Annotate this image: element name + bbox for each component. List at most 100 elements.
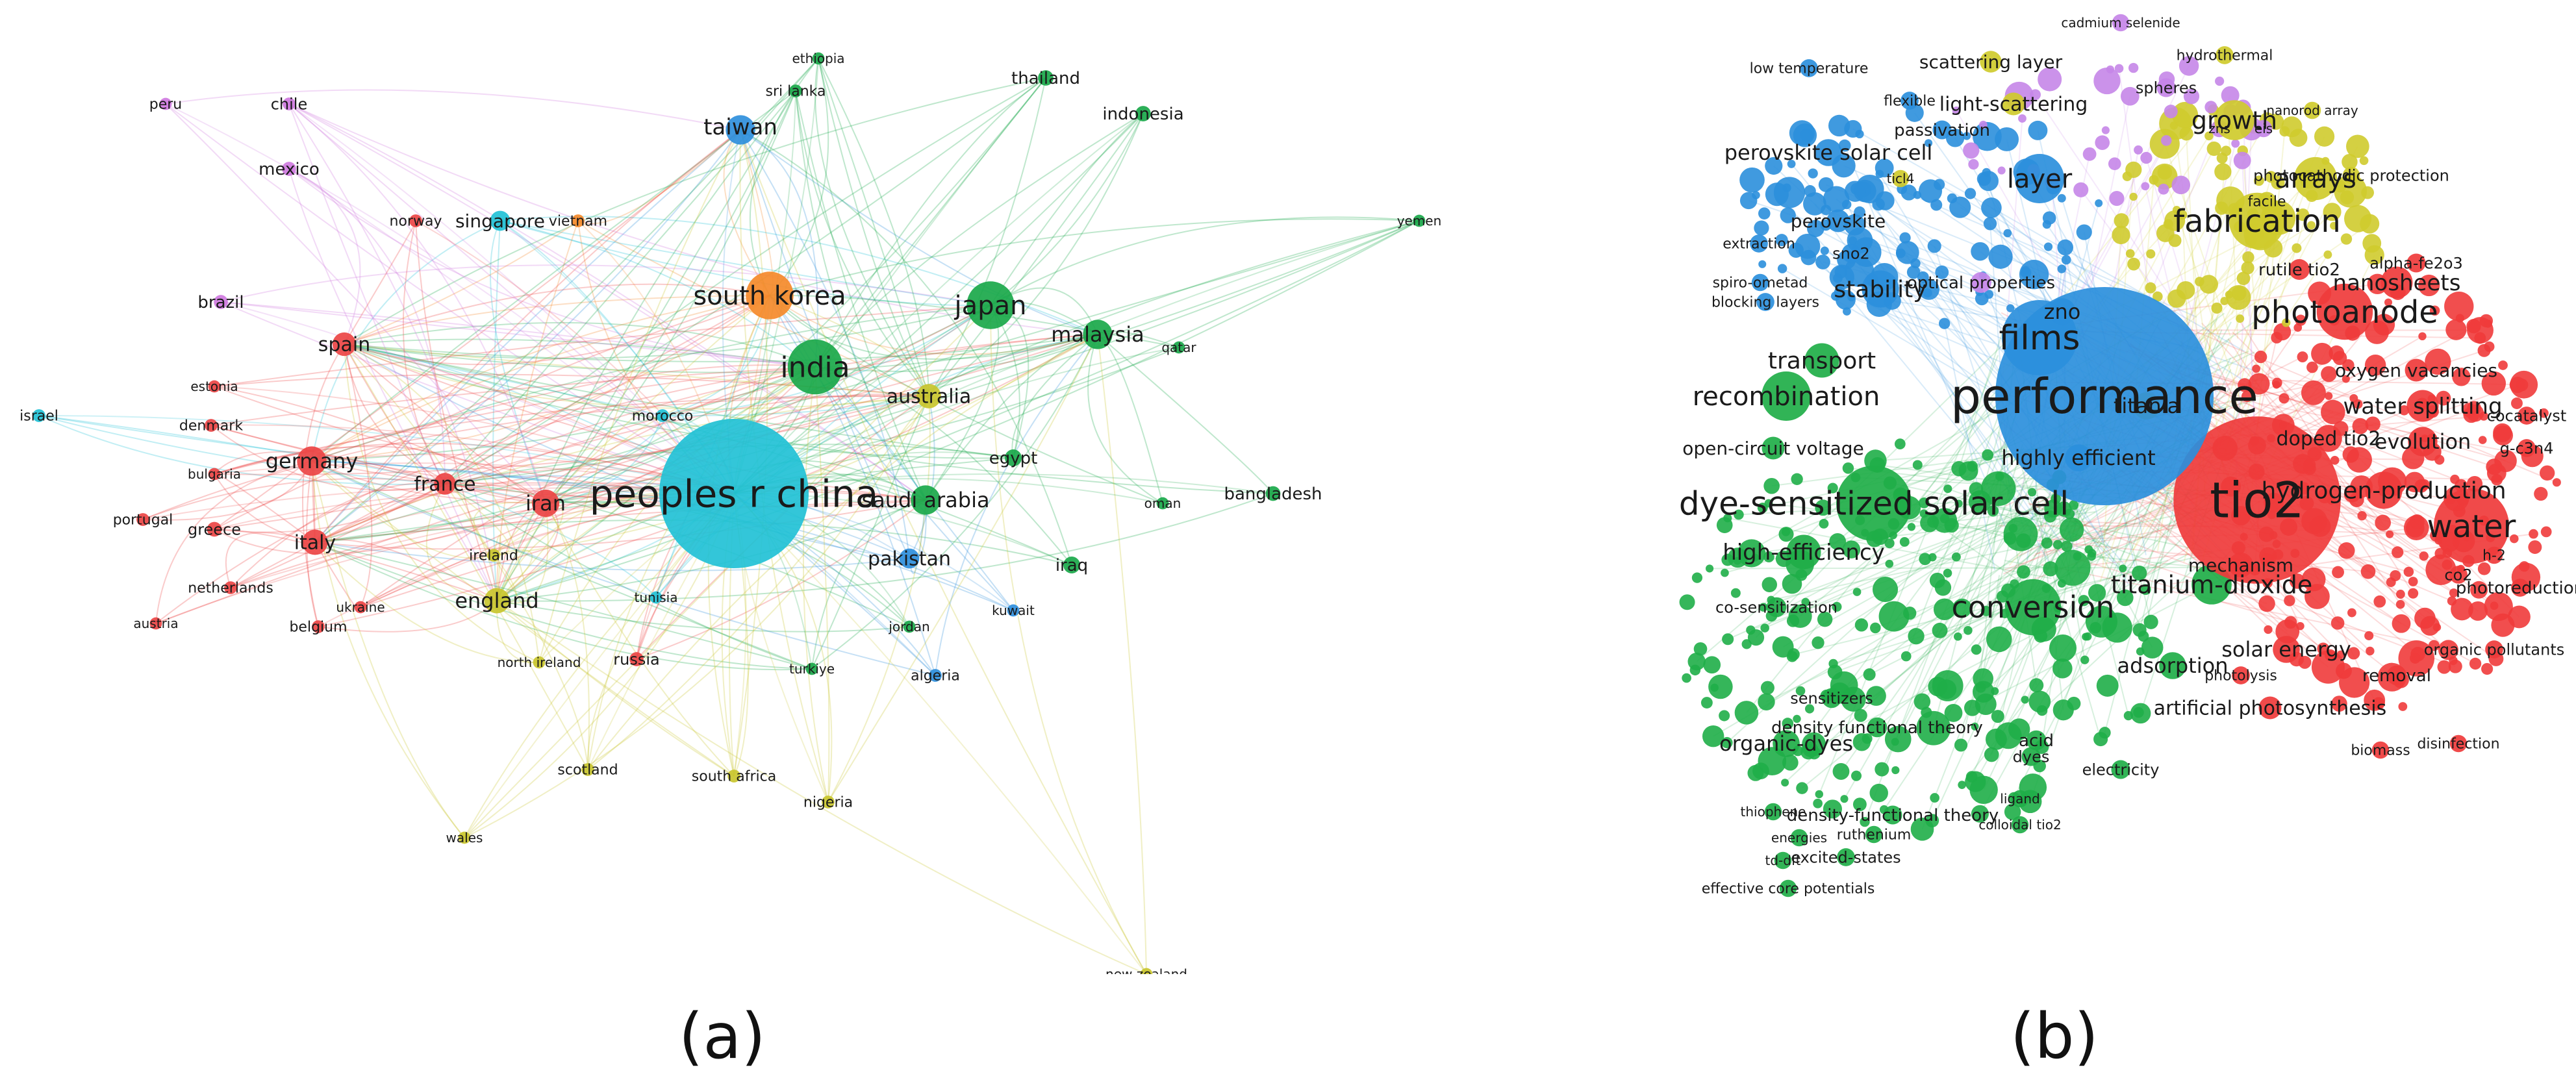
collaboration-link [344, 295, 770, 366]
collaboration-link [415, 220, 498, 601]
label-jordan: jordan [888, 619, 929, 634]
label-taiwan: taiwan [703, 114, 777, 140]
keyword-node [2340, 233, 2353, 245]
keyword-node [1866, 686, 1886, 706]
keyword-node [2141, 182, 2150, 191]
keyword-node [1969, 482, 1984, 497]
node-egypt [1005, 449, 1022, 466]
label-blocking-layers: blocking layers [1711, 295, 1819, 311]
keyword-node [2061, 540, 2073, 552]
keyword-node [1829, 533, 1847, 550]
keyword-node [1896, 240, 1919, 264]
collaboration-link [314, 499, 926, 550]
keyword-node [2448, 659, 2462, 673]
node-sno2 [1841, 244, 1861, 263]
collaboration-link [769, 295, 1098, 355]
label-rutile-tio2: rutile tio2 [2258, 260, 2340, 280]
keyword-node [1796, 782, 1808, 794]
keyword-node [2030, 89, 2041, 101]
keyword-node [1869, 783, 1888, 803]
collaboration-link [818, 58, 929, 397]
keyword-node [1747, 629, 1765, 646]
keyword-node [2125, 249, 2135, 258]
keyword-node [2264, 625, 2273, 634]
collaboration-link [344, 220, 579, 345]
cooccurrence-link [2079, 558, 2292, 623]
collaboration-link [214, 473, 316, 543]
collaboration-link [288, 103, 498, 601]
node-peru [159, 97, 172, 110]
collaboration-link [814, 334, 1098, 372]
keyword-node [2445, 319, 2467, 340]
label-alpha-fe2o3: alpha-fe2o3 [2369, 254, 2463, 272]
keyword-node [2434, 455, 2445, 465]
collaboration-link [538, 129, 741, 663]
collaboration-link [214, 451, 446, 484]
node-oxygen-vacancies [2405, 358, 2428, 382]
keyword-node [2428, 640, 2440, 651]
keyword-node [1973, 121, 2002, 151]
keyword-node [2052, 658, 2073, 679]
keyword-node [1907, 523, 1915, 531]
keyword-node [2540, 526, 2552, 538]
collaboration-link [545, 305, 991, 504]
keyword-node [2179, 127, 2193, 141]
label-ligand: ligand [2000, 791, 2039, 807]
label-h-2: h-2 [2482, 548, 2506, 564]
collaboration-link [288, 103, 735, 494]
keyword-node [1884, 538, 1895, 549]
keyword-node [2067, 696, 2081, 710]
keyword-node [1765, 182, 1789, 207]
keyword-node [1739, 192, 1758, 210]
collaboration-link [214, 305, 991, 387]
collaboration-link [214, 503, 546, 555]
keyword-node [1758, 693, 1775, 710]
collaboration-link [210, 424, 735, 494]
keyword-node [1754, 220, 1769, 236]
node-japan [966, 281, 1015, 329]
node-singapore [490, 210, 511, 231]
collaboration-link [814, 77, 1046, 368]
label-co-sensitization: co-sensitization [1715, 598, 1837, 616]
keyword-node [2510, 397, 2523, 409]
keyword-node [1721, 553, 1734, 566]
label-light-scattering: light-scattering [1939, 94, 2088, 116]
keyword-node [1842, 540, 1861, 558]
keyword-node [2254, 175, 2264, 186]
keyword-node [1775, 234, 1788, 247]
collaboration-link [155, 460, 312, 624]
node-ruthenium [1865, 825, 1883, 844]
keyword-node [2414, 479, 2429, 493]
collaboration-link [288, 103, 546, 504]
label-open-circuit-voltage: open-circuit voltage [1682, 438, 1863, 459]
keyword-node [2321, 399, 2345, 425]
keyword-node [2102, 612, 2132, 643]
label-g-c3n4: g-c3n4 [2500, 439, 2554, 457]
keyword-node [1763, 551, 1774, 563]
collaboration-link [220, 264, 991, 306]
keyword-node [1850, 770, 1862, 781]
collaboration-link [311, 305, 991, 462]
node-light-scattering [2002, 92, 2025, 116]
cooccurrence-link [1818, 355, 1999, 795]
node-ireland [487, 549, 500, 562]
keyword-node [2145, 282, 2156, 294]
node-perovskite [1826, 209, 1850, 232]
node-taiwan [726, 115, 755, 145]
node-algeria [929, 669, 942, 682]
node-energies [1790, 829, 1808, 847]
cooccurrence-link [1877, 464, 2005, 483]
label-russia: russia [613, 650, 659, 668]
keyword-node [1924, 139, 1933, 147]
keyword-node [1737, 539, 1766, 568]
collaboration-link [499, 220, 926, 501]
keyword-node [2116, 589, 2134, 607]
keyword-node [1815, 499, 1832, 516]
node-scattering-layer [1980, 51, 2002, 73]
collaboration-link [288, 168, 735, 494]
keyword-node [2429, 305, 2440, 316]
label-nigeria: nigeria [803, 795, 853, 811]
collaboration-link [155, 334, 1098, 624]
keyword-node [2082, 633, 2090, 641]
keyword-node [2375, 514, 2392, 531]
